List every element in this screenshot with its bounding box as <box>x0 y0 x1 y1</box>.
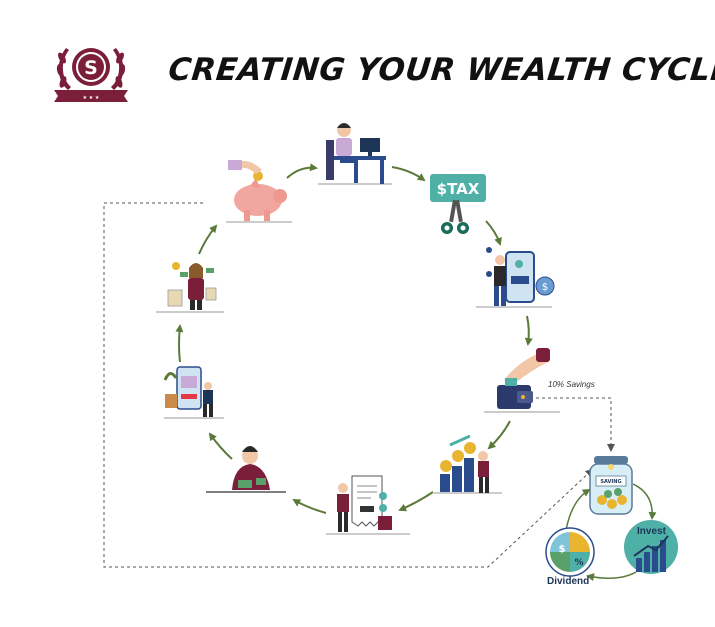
wallet-savings-icon <box>484 348 560 413</box>
dividend-dollar: $ <box>559 544 566 555</box>
arrow-piggy-to-worker <box>286 163 318 179</box>
laurel-wreath-icon <box>56 48 126 90</box>
arrow-invest-to-dividend <box>586 571 637 582</box>
piggy-bank-icon <box>226 160 292 223</box>
tax-sign-text: $TAX <box>437 180 480 198</box>
arrow-counting-to-shop <box>208 432 233 460</box>
cycle-arrows <box>175 163 533 514</box>
office-worker-icon <box>318 123 392 185</box>
arrow-jar-to-invest <box>632 483 657 520</box>
jar-label: SAVING <box>600 479 621 485</box>
mobile-payment-icon: $ <box>476 247 555 308</box>
logo-emblem: S ★ ★ ★ <box>54 48 128 102</box>
arrow-worker-to-tax <box>391 166 426 182</box>
dividend-percent: % <box>574 558 583 568</box>
arrow-tax-to-phone <box>485 220 502 246</box>
dashed-savings-path <box>536 397 615 452</box>
arrow-coins-to-bill <box>398 491 434 512</box>
invest-icon <box>624 520 678 574</box>
person-counting-money-icon <box>206 446 286 493</box>
tax-scissors-icon: $TAX <box>430 174 486 234</box>
arrow-shop-to-spend <box>175 324 184 363</box>
logo-letter: S <box>84 57 98 79</box>
svg-text:$: $ <box>542 282 548 293</box>
bill-receipt-icon <box>326 475 410 535</box>
logo-ribbon <box>54 90 128 102</box>
invest-label: Invest <box>637 526 666 537</box>
arrow-phone-to-wallet <box>524 315 533 346</box>
shopping-spending-icon <box>156 262 224 313</box>
coin-growth-icon <box>434 434 502 494</box>
arrow-bill-to-counting <box>292 499 327 514</box>
dividend-label: Dividend <box>547 576 590 587</box>
dashed-return-path <box>103 202 594 568</box>
arrow-dividend-to-jar <box>565 488 591 531</box>
arrow-spend-to-piggy <box>198 224 218 255</box>
arrow-wallet-to-coins <box>487 420 511 450</box>
savings-label: 10% Savings <box>548 380 595 389</box>
savings-jar-icon: SAVING <box>589 456 633 515</box>
dividend-icon: $ % <box>545 527 595 577</box>
online-shopping-icon <box>163 366 224 419</box>
svg-text:★ ★ ★: ★ ★ ★ <box>83 95 100 101</box>
